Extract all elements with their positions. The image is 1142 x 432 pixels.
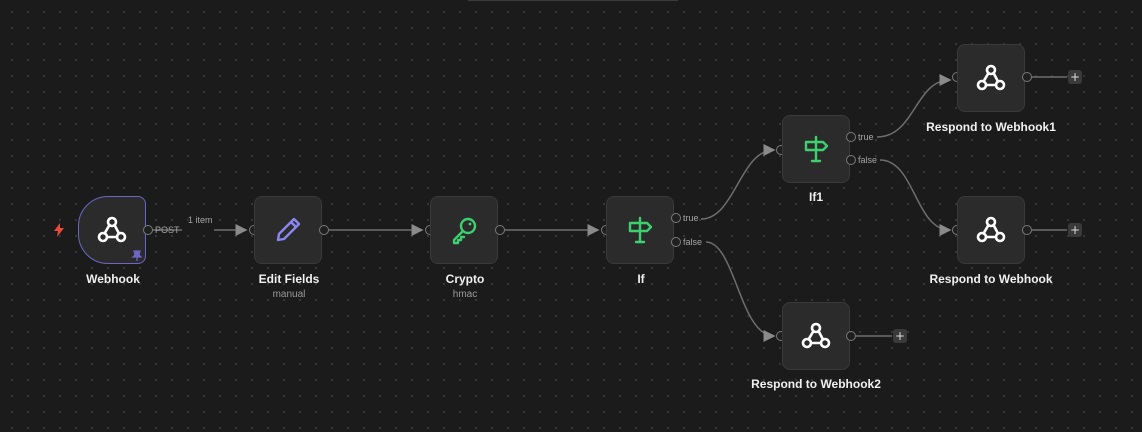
signpost-icon [623, 213, 657, 247]
edge-if-true-if1 [700, 144, 776, 220]
canvas-top-divider [468, 0, 678, 1]
node-respond-to-webhook1[interactable] [957, 44, 1025, 112]
pencil-icon [271, 213, 305, 247]
respond1-label: Respond to Webhook1 [926, 120, 1056, 134]
if-true-label: true [683, 213, 699, 223]
crypto-subtitle: hmac [452, 289, 478, 300]
node-edit-fields[interactable] [254, 196, 322, 264]
if-false-output-handle[interactable] [671, 237, 681, 247]
edit-fields-label: Edit Fields [258, 272, 320, 286]
webhook-icon [799, 319, 833, 353]
webhook-icon [95, 213, 129, 247]
respond1-output-handle[interactable] [1022, 72, 1032, 82]
crypto-label: Crypto [445, 272, 485, 286]
if-false-label: false [683, 237, 703, 247]
if1-true-output-handle[interactable] [846, 132, 856, 142]
webhook-output-handle[interactable] [143, 225, 153, 235]
edit-fields-output-handle[interactable] [319, 225, 329, 235]
node-respond-to-webhook[interactable] [957, 196, 1025, 264]
signpost-icon [799, 132, 833, 166]
add-node-button[interactable]: + [1068, 70, 1082, 84]
node-if[interactable] [606, 196, 674, 264]
if-true-output-handle[interactable] [671, 213, 681, 223]
respond2-label: Respond to Webhook2 [751, 377, 881, 391]
respond2-output-handle[interactable] [846, 331, 856, 341]
if1-false-label: false [858, 155, 878, 165]
webhook-label: Webhook [86, 272, 140, 286]
edge-if1-true-respond1 [876, 74, 952, 138]
respond-label: Respond to Webhook [929, 272, 1053, 286]
webhook-icon [974, 213, 1008, 247]
webhook-icon [974, 61, 1008, 95]
edge-if-false-respond2 [705, 241, 776, 342]
edit-fields-subtitle: manual [272, 289, 306, 300]
edge-if1-false-respond [879, 159, 952, 236]
pin-icon [131, 250, 143, 261]
node-crypto[interactable] [430, 196, 498, 264]
add-node-button[interactable]: + [893, 329, 907, 343]
if1-false-output-handle[interactable] [846, 155, 856, 165]
if1-true-label: true [858, 132, 874, 142]
node-respond-to-webhook2[interactable] [782, 302, 850, 370]
crypto-output-handle[interactable] [495, 225, 505, 235]
key-icon [447, 213, 481, 247]
node-if1[interactable] [782, 115, 850, 183]
add-node-button[interactable]: + [1068, 223, 1082, 237]
if1-label: If1 [808, 190, 823, 204]
webhook-output-label: POST [155, 225, 180, 235]
edge-item-count: 1 item [188, 215, 213, 225]
respond-output-handle[interactable] [1022, 225, 1032, 235]
if-label: If [637, 272, 645, 286]
bolt-icon [54, 223, 64, 237]
